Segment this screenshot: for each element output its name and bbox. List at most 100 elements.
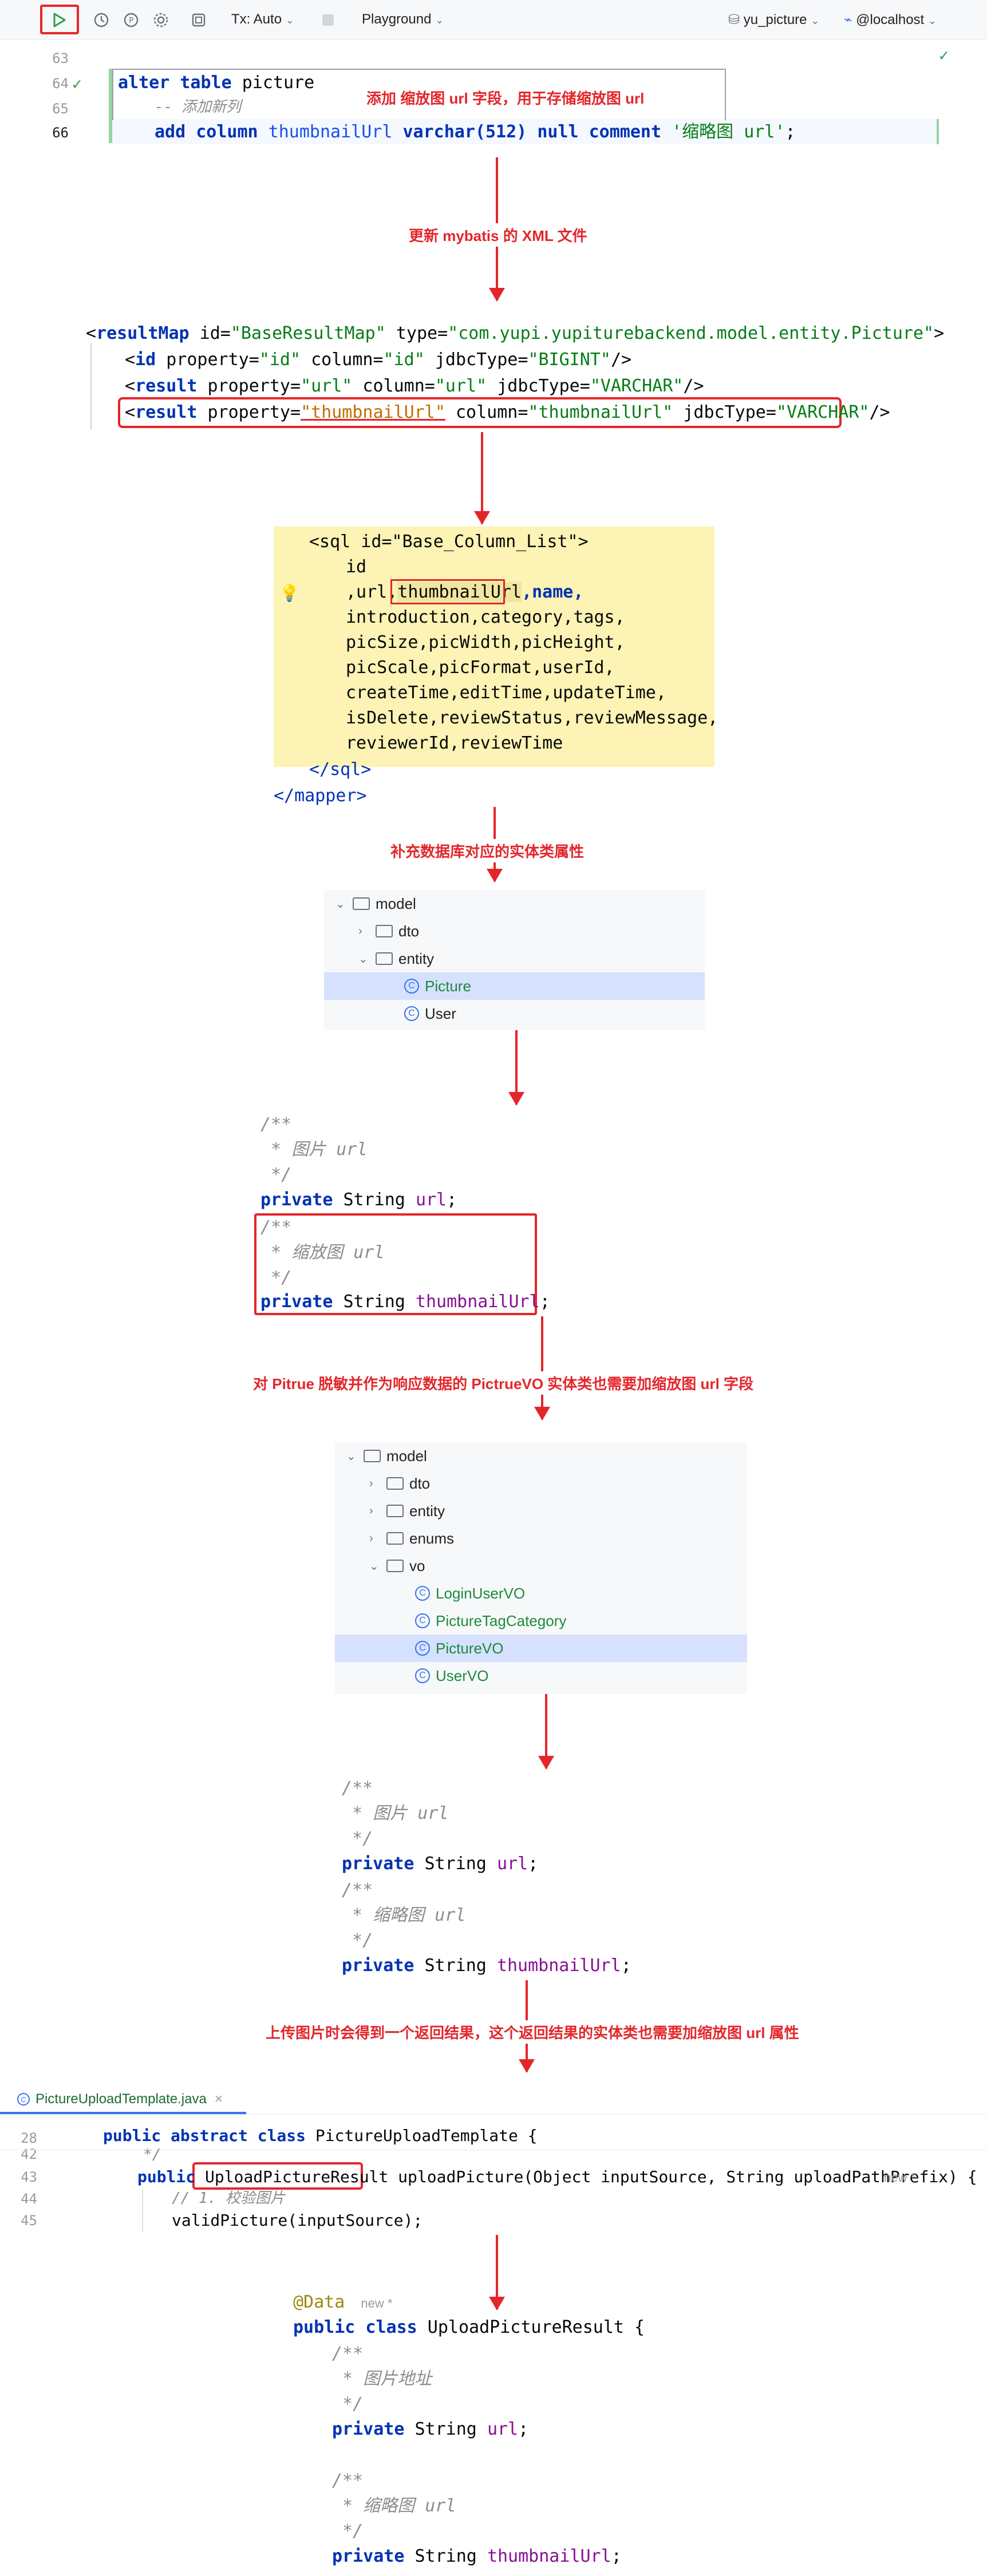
doc-comment: /** [332, 2471, 364, 2491]
result-map-block: <resultMap id="BaseResultMap" type="com.… [86, 320, 944, 435]
xml-value: "thumbnailUrl" [301, 402, 445, 422]
tree-label: model [376, 895, 416, 912]
entity-thumbnail-highlight-box [254, 1213, 537, 1315]
thumbnail-result-highlight-box [118, 397, 842, 428]
indent-guide [90, 343, 92, 429]
tree-label: Picture [425, 977, 471, 995]
tree-item-model[interactable]: ⌄model [324, 890, 705, 917]
sql-column-line-thumb: ,url,thumbnailUrl,name, [346, 582, 584, 602]
flow-arrow [474, 432, 490, 525]
xml-value: "BaseResultMap" [230, 323, 386, 343]
java-field: thumbnailUrl [487, 2546, 611, 2566]
chevron-right-icon: › [369, 1532, 373, 1545]
doc-comment: /** [260, 1217, 292, 1237]
history-icon[interactable] [92, 10, 111, 30]
sql-keyword: alter [118, 73, 170, 93]
tree-label: model [386, 1447, 427, 1465]
field-url: private String url; [332, 2419, 529, 2439]
folder-icon [386, 1532, 404, 1545]
selection-box [112, 69, 726, 120]
upload-result-class: @Data new * public class UploadPictureRe… [293, 2289, 808, 2566]
sql-column-line: picSize,picWidth,picHeight, [346, 632, 625, 652]
schema-dropdown[interactable]: ⛁ yu_picture ⌄ [728, 11, 819, 28]
folder-icon [386, 1505, 404, 1517]
tree-label: PictureTagCategory [436, 1612, 567, 1629]
doc-comment: /** [260, 1114, 292, 1134]
java-keyword: private [332, 2419, 405, 2439]
sql-field: thumbnailUrl [268, 122, 393, 142]
xml-tag: id [135, 350, 156, 370]
flow-arrow [508, 1030, 524, 1106]
annotation-line: @Data new * [293, 2294, 392, 2311]
lightbulb-icon[interactable]: 💡 [279, 584, 299, 603]
java-type: String [414, 2419, 477, 2439]
stop-icon[interactable] [318, 10, 338, 30]
doc-comment: */ [332, 2394, 364, 2414]
sql-column-line: isDelete,reviewStatus,reviewMessage, [346, 708, 718, 728]
tree-item-entity[interactable]: ›entity [335, 1497, 747, 1525]
run-icon[interactable] [49, 10, 69, 30]
tx-mode-label: Tx: Auto [231, 11, 282, 27]
tree-label: enums [409, 1529, 455, 1547]
sql-column-line: reviewerId,reviewTime [346, 733, 563, 753]
change-bar [109, 69, 112, 143]
xml-tag: result [135, 376, 198, 396]
folder-icon [386, 1477, 404, 1490]
tree-item-enums[interactable]: › enums [335, 1525, 747, 1552]
sql-semicolon: ; [785, 122, 796, 142]
sql-string: '缩略图 url' [672, 122, 785, 142]
tree-label: LoginUserVO [436, 1584, 526, 1602]
doc-comment: */ [342, 1930, 373, 1950]
close-icon[interactable]: × [214, 2091, 223, 2107]
chevron-down-icon: ⌄ [811, 15, 820, 26]
tree-item-entity[interactable]: ⌄entity [324, 945, 705, 972]
sql-close-tag: </sql> [309, 759, 372, 779]
datasource-icon: ⌁ [844, 12, 852, 27]
tree-item-dto[interactable]: ›dto [335, 1470, 747, 1497]
sql-column-thumbnail: thumbnailUrl [397, 582, 522, 602]
line-number: 44 [21, 2191, 37, 2207]
line-number: 42 [21, 2146, 37, 2162]
layout-icon[interactable] [189, 10, 208, 30]
annotation-entity-property: 补充数据库对应的实体类属性 [387, 839, 588, 862]
doc-comment: /** [342, 1778, 373, 1798]
java-annotation: @Data [293, 2292, 345, 2312]
sql-open-tag: <sql id="Base_Column_List"> [309, 532, 589, 552]
tx-mode-dropdown[interactable]: Tx: Auto ⌄ [231, 11, 294, 27]
doc-comment: */ [260, 1165, 292, 1185]
chevron-down-icon: ⌄ [346, 1450, 356, 1463]
schema-icon: ⛁ [728, 12, 740, 27]
sql-column-name: ,name, [522, 582, 584, 602]
flow-arrow [534, 1316, 550, 1420]
tree-item-vo[interactable]: ⌄vo [335, 1552, 747, 1580]
playground-dropdown[interactable]: Playground ⌄ [362, 11, 444, 27]
resultmap-open: <resultMap id="BaseResultMap" type="com.… [86, 323, 945, 343]
tab-label: PictureUploadTemplate.java [35, 2091, 207, 2107]
playground-label: Playground [362, 11, 432, 27]
author-hint: new * [884, 2170, 916, 2185]
code-line-42: */ [143, 2146, 161, 2163]
datasource-dropdown[interactable]: ⌁ @localhost ⌄ [844, 11, 937, 28]
class-icon: C [415, 1668, 430, 1683]
svg-text:P: P [129, 17, 133, 25]
explain-plan-icon[interactable]: P [121, 10, 141, 30]
editor-tab-picture-upload-template[interactable]: C PictureUploadTemplate.java × [17, 2087, 223, 2112]
java-keyword: private [332, 2546, 405, 2566]
sql-column-list-block [274, 527, 714, 767]
tree-label: vo [409, 1557, 425, 1574]
doc-comment: */ [342, 1829, 373, 1849]
xml-value: "url" [301, 376, 353, 396]
field-thumbnail-url: private String thumbnailUrl; [332, 2546, 622, 2566]
sql-line-64: alter table picture [118, 74, 314, 92]
sql-column-line: introduction,category,tags, [346, 607, 625, 627]
tree-item-dto[interactable]: ›dto [324, 917, 705, 945]
tree-item-model[interactable]: ⌄ model [335, 1442, 747, 1470]
settings-icon[interactable] [151, 10, 171, 30]
